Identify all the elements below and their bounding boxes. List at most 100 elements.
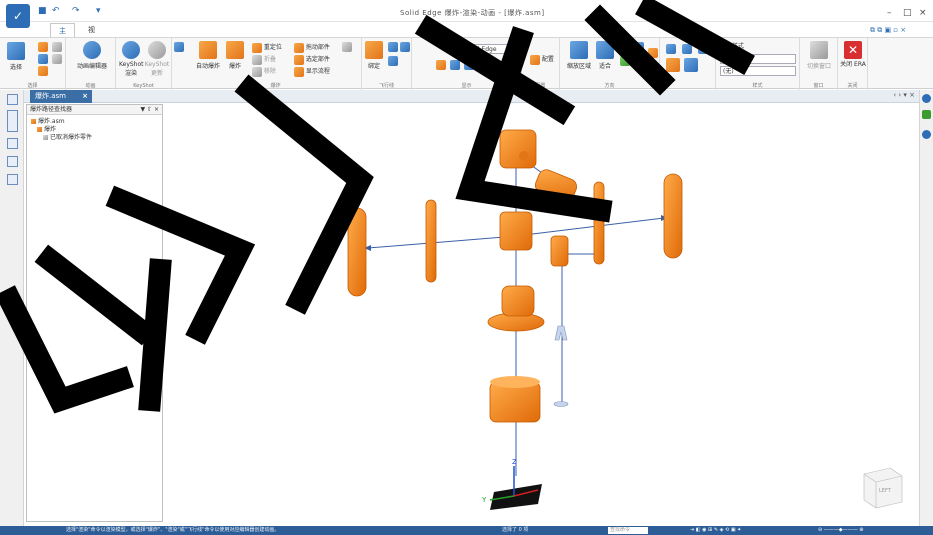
ribbon-group-close: ✕ 关闭 ERA 关闭 xyxy=(838,38,868,90)
tree-item-explode[interactable]: 爆炸 xyxy=(31,126,158,134)
display-icon-1[interactable] xyxy=(436,60,446,70)
grid-tab-icon[interactable] xyxy=(7,174,18,185)
fit-button[interactable]: 适合 xyxy=(594,41,616,70)
view-cube-label[interactable]: LEFT xyxy=(879,488,891,494)
explode-button[interactable]: 爆炸 xyxy=(224,41,246,70)
top-joint-part xyxy=(499,129,537,169)
ribbon-group-window: 切换窗口 窗口 xyxy=(800,38,838,90)
minimize-button[interactable]: – xyxy=(887,8,892,18)
view-cube-icon-2[interactable] xyxy=(682,44,692,54)
info-icon[interactable] xyxy=(922,94,931,103)
auto-explode-button[interactable]: 自动爆炸 xyxy=(194,41,222,70)
document-tab[interactable]: 爆炸.asm × xyxy=(30,90,92,103)
remove-button[interactable]: 移除 xyxy=(252,66,276,77)
window-title: Solid Edge 爆炸-渲染-动画 - [爆炸.asm] xyxy=(400,9,545,17)
zoom-area-button[interactable]: 缩放区域 xyxy=(564,41,594,70)
redo-icon[interactable]: ↷ xyxy=(72,6,80,16)
flowline-add-icon[interactable] xyxy=(388,42,398,52)
keyshot-render-icon xyxy=(122,41,140,59)
render-style-icon[interactable] xyxy=(648,48,658,58)
command-finder-input[interactable]: 查找命令 xyxy=(608,527,648,534)
qat-customize-icon[interactable]: ▾ xyxy=(96,6,101,16)
switch-window-icon xyxy=(810,41,828,59)
style-none-combo[interactable]: (无) xyxy=(720,66,796,76)
keyshot-settings-icon[interactable] xyxy=(174,42,184,52)
wire-view-icon[interactable] xyxy=(684,58,698,72)
document-tab-controls[interactable]: ‹ › ▾ × xyxy=(893,91,915,99)
unexplode-button[interactable]: 折叠 xyxy=(252,54,276,65)
styles-button[interactable]: 样式 xyxy=(720,41,744,52)
document-tab-close[interactable]: × xyxy=(82,92,88,100)
features-tab-icon[interactable] xyxy=(7,138,18,149)
zoom-icon[interactable] xyxy=(620,42,630,52)
help-icon[interactable] xyxy=(922,130,931,139)
filter-icon[interactable] xyxy=(38,42,48,52)
tab-view[interactable]: 视图 xyxy=(88,26,95,48)
flowline-edit-icon[interactable] xyxy=(388,56,398,66)
layers-tab-icon[interactable] xyxy=(7,110,18,132)
application-button[interactable]: ✓ xyxy=(6,4,30,28)
close-era-button[interactable]: ✕ 关闭 ERA xyxy=(840,41,866,68)
binding-button[interactable]: 绑定 xyxy=(364,41,384,70)
forearm-part xyxy=(534,169,578,203)
view-cube-icon-3[interactable] xyxy=(698,44,708,54)
restore-button[interactable]: □ xyxy=(903,8,912,18)
save-icon[interactable]: ■ xyxy=(38,6,47,16)
display-icon-4[interactable] xyxy=(478,60,488,70)
select-parts-icon[interactable] xyxy=(38,66,48,76)
config-button[interactable]: 配置 xyxy=(530,54,554,65)
pathfinder-tab-icon[interactable] xyxy=(7,94,18,105)
pathfinder-controls[interactable]: ▼ ⇧ × xyxy=(140,106,159,113)
right-outer-link xyxy=(663,173,683,259)
display-config-icon[interactable] xyxy=(512,44,522,54)
status-view-icons[interactable]: ⇥ ◧ ◉ ⊞ ✎ ◈ ⟲ ▣ ✦ xyxy=(690,527,742,533)
shaded-view-icon[interactable] xyxy=(666,58,680,72)
keyshot-update-button[interactable]: KeyShot 更新 xyxy=(144,41,170,77)
select-tools-icon[interactable] xyxy=(38,54,48,64)
library-icon[interactable] xyxy=(922,110,931,119)
undo-icon[interactable]: ↶ xyxy=(52,6,60,16)
flowline-toggle-icon[interactable] xyxy=(400,42,410,52)
left-inner-link xyxy=(425,199,437,283)
right-inner-link xyxy=(593,181,605,265)
pathfinder-title: 爆炸路径查找器 xyxy=(30,106,73,113)
close-button[interactable]: × xyxy=(919,8,927,18)
auto-explode-icon xyxy=(199,41,217,59)
tree-item-assembly[interactable]: 爆炸.asm xyxy=(31,118,158,126)
tab-home[interactable]: 主页 xyxy=(50,23,75,49)
zoom-slider[interactable]: ⊖ ———◆——— ⊕ xyxy=(818,527,864,533)
view-orient-icon[interactable] xyxy=(634,56,644,66)
drag-part-button[interactable]: 拖动部件 xyxy=(294,42,330,53)
reposition-icon xyxy=(252,42,262,53)
display-icon-3[interactable] xyxy=(464,60,474,70)
display-icon-2[interactable] xyxy=(450,60,460,70)
switch-window-button[interactable]: 切换窗口 xyxy=(802,41,836,70)
explode-extra-icon[interactable] xyxy=(342,42,352,52)
keyshot-render-button[interactable]: KeyShot 渲染 xyxy=(119,41,144,77)
select-parts-button[interactable]: 选定部件 xyxy=(294,54,330,65)
show-flow-button[interactable]: 显示流程 xyxy=(294,66,330,77)
wrist-part xyxy=(550,235,569,267)
reposition-button[interactable]: 重定位 xyxy=(252,42,282,53)
base-part xyxy=(489,376,541,423)
tree-item-unexploded[interactable]: 已取消爆炸零件 xyxy=(31,134,158,142)
select-button[interactable]: 选择 xyxy=(6,42,26,71)
help-tab-icon[interactable] xyxy=(7,156,18,167)
explode-style-combo[interactable]: 爆炸 Solid Edge xyxy=(448,44,510,54)
graphics-viewport[interactable]: Z Y LEFT xyxy=(164,104,919,526)
style-combo[interactable]: 默认设置 xyxy=(720,54,796,64)
rotate-icon[interactable] xyxy=(634,42,644,52)
selection-count: 选择了 0 项 xyxy=(502,527,529,533)
view-cube-icon-1[interactable] xyxy=(666,44,676,54)
animation-editor-button[interactable]: 动画编辑器 xyxy=(74,41,110,70)
pathfinder-tree: 爆炸.asm 爆炸 已取消爆炸零件 xyxy=(27,115,162,145)
select-parts-explode-icon xyxy=(294,54,304,65)
help-icons[interactable]: ⧉ ⧉ ▣ ▫ × xyxy=(870,26,907,34)
assembly-icon xyxy=(31,119,36,124)
status-prompt: 选择"渲染"命令以渲染模型，或选择"爆炸"、"渲染"或"飞行线"命令以使用对应编… xyxy=(66,527,280,533)
select-option-2-icon[interactable] xyxy=(52,54,62,64)
select-option-icon[interactable] xyxy=(52,42,62,52)
exploded-robot-model: Z Y xyxy=(347,129,903,510)
pan-icon[interactable] xyxy=(620,56,630,66)
right-tool-strip xyxy=(919,90,933,526)
